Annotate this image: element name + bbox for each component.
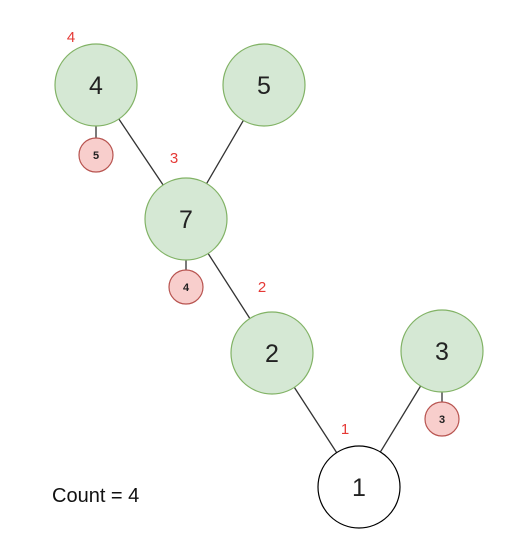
badge-n3: 3 <box>424 401 460 437</box>
node-4: 4 <box>54 43 138 127</box>
badge-n4: 5 <box>78 137 114 173</box>
edge-n2-n1 <box>293 387 338 453</box>
node-circle <box>400 309 484 393</box>
edge-n7-n2 <box>207 253 251 319</box>
count-label: Count = 4 <box>52 485 139 507</box>
node-label: 5 <box>257 72 271 100</box>
node-label: 1 <box>352 474 366 502</box>
annotation-n1: 1 <box>341 421 349 438</box>
badge-circle <box>168 269 204 305</box>
node-2: 2 <box>230 311 314 395</box>
node-5: 5 <box>222 43 306 127</box>
node-label: 2 <box>265 340 279 368</box>
node-circle <box>230 311 314 395</box>
edge-n4-n7 <box>118 118 164 186</box>
annotation-n2: 2 <box>258 279 266 296</box>
node-circle <box>54 43 138 127</box>
badge-n7: 4 <box>168 269 204 305</box>
node-label: 7 <box>179 206 193 234</box>
edge-n5-n7 <box>206 120 244 184</box>
node-7: 7 <box>144 177 228 261</box>
badge-label: 3 <box>439 414 445 426</box>
node-3: 3 <box>400 309 484 393</box>
node-1: 1 <box>317 445 401 529</box>
node-circle <box>317 445 401 529</box>
edge-n3-n1 <box>379 385 422 453</box>
node-circle <box>144 177 228 261</box>
badge-label: 5 <box>93 150 99 162</box>
edges-layer <box>95 118 443 453</box>
nodes-layer: 4 5 7 2 3 1 <box>54 43 484 529</box>
node-circle <box>222 43 306 127</box>
node-label: 4 <box>89 72 103 100</box>
annotations-layer: 4 3 2 1 <box>67 29 349 438</box>
badge-label: 4 <box>183 282 190 294</box>
badges-layer: 5 4 3 <box>78 137 460 437</box>
node-label: 3 <box>435 338 449 366</box>
annotation-n4: 4 <box>67 29 75 46</box>
annotation-n7: 3 <box>170 150 178 167</box>
badge-circle <box>424 401 460 437</box>
badge-circle <box>78 137 114 173</box>
